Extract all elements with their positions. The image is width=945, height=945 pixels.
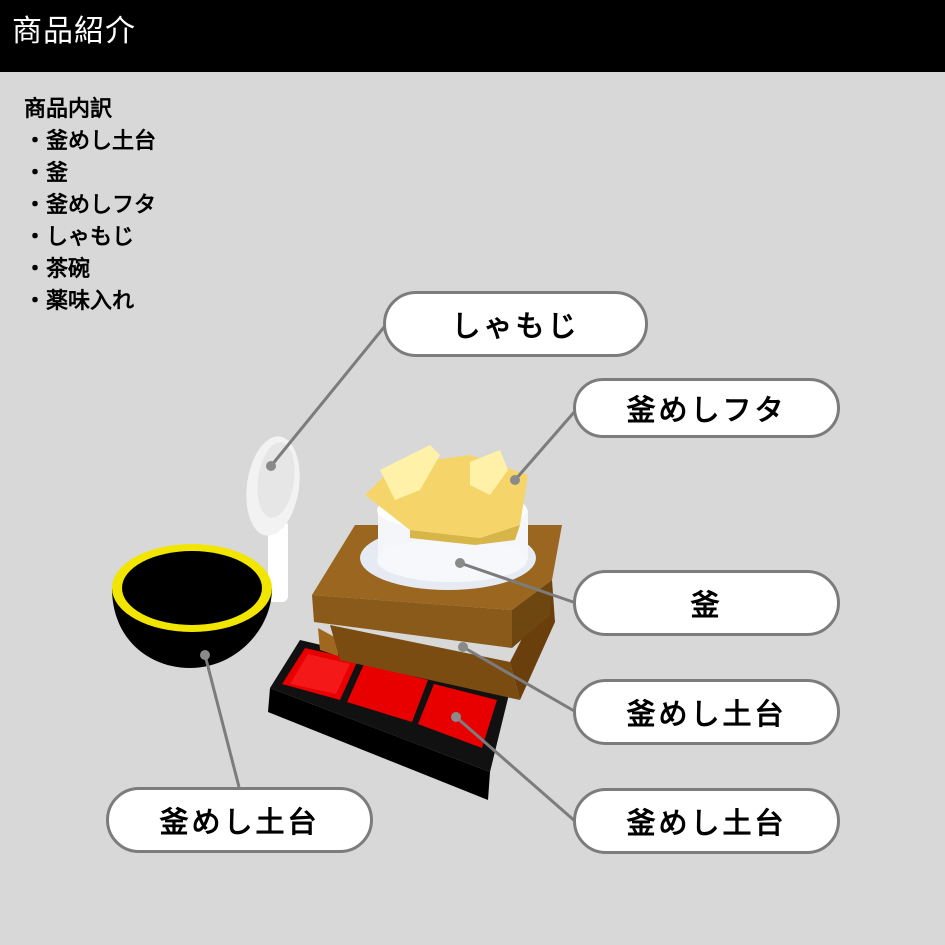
callout-bowl: 釜めし土台	[106, 787, 373, 853]
lid-illustration	[365, 445, 528, 545]
shamoji-illustration	[246, 436, 300, 602]
contents-item: しゃもじ	[24, 222, 156, 254]
bowl-illustration	[112, 544, 272, 668]
contents-item: 釜めしフタ	[24, 190, 156, 222]
contents-item: 薬味入れ	[24, 286, 156, 318]
contents-heading: 商品内訳	[24, 97, 113, 122]
leader-lines	[203, 325, 578, 824]
header-bar: 商品紹介	[0, 0, 945, 72]
callout-condiment: 釜めし土台	[573, 788, 840, 854]
callout-pot: 釜	[573, 570, 840, 636]
contents-item: 釜	[24, 158, 156, 190]
callout-base: 釜めし土台	[573, 679, 840, 745]
page-title: 商品紹介	[12, 14, 136, 49]
callout-shamoji: しゃもじ	[383, 291, 648, 357]
callout-lid: 釜めしフタ	[573, 378, 840, 438]
contents-item: 茶碗	[24, 254, 156, 286]
leader-dots	[200, 461, 520, 722]
condiment-tray-illustration	[268, 640, 510, 800]
contents-item: 釜めし土台	[24, 126, 156, 158]
contents-list: 商品内訳 釜めし土台 釜 釜めしフタ しゃもじ 茶碗 薬味入れ	[24, 94, 156, 318]
